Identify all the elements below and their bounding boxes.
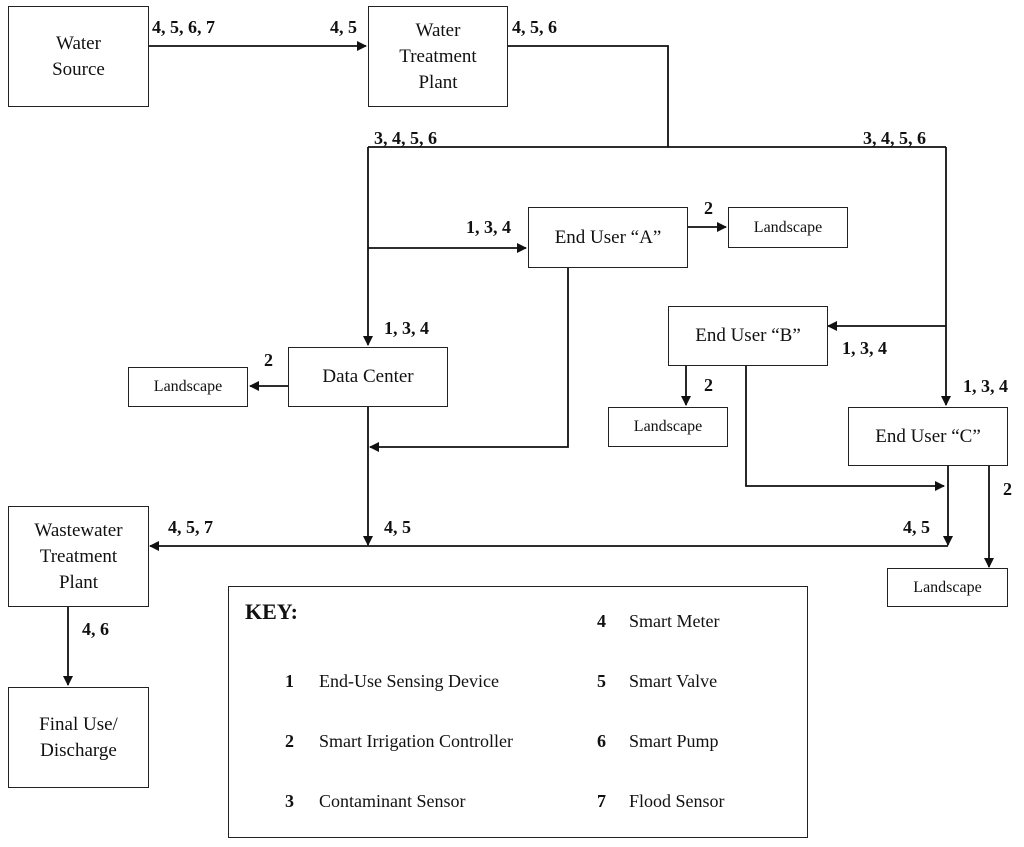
label-wwtp-out: 4, 6 (82, 619, 109, 639)
key-legend: KEY: 1 End-Use Sensing Device 2 Smart Ir… (228, 586, 808, 838)
key-item-text: Smart Pump (629, 731, 719, 751)
label-to-user-b: 1, 3, 4 (842, 338, 887, 358)
key-item-text: Contaminant Sensor (319, 791, 466, 811)
label-user-a-landscape: 2 (704, 198, 713, 218)
key-item-text: Smart Meter (629, 611, 720, 631)
key-item-text: Smart Irrigation Controller (319, 731, 513, 751)
label-to-user-c: 1, 3, 4 (963, 376, 1008, 396)
node-water-treatment-plant: Water Treatment Plant (368, 6, 508, 107)
key-item-number: 7 (597, 791, 606, 811)
key-item-text: End-Use Sensing Device (319, 671, 499, 691)
node-water-source: Water Source (8, 6, 149, 107)
key-item-number: 6 (597, 731, 606, 751)
node-landscape-c: Landscape (887, 568, 1008, 607)
key-item-text: Flood Sensor (629, 791, 725, 811)
label-dc-out: 4, 5 (384, 517, 411, 537)
node-landscape-b: Landscape (608, 407, 728, 447)
label-wtp-in: 4, 5 (330, 17, 357, 37)
label-left-branch: 3, 4, 5, 6 (374, 128, 437, 148)
label-dc-landscape: 2 (264, 350, 273, 370)
label-ws-out: 4, 5, 6, 7 (152, 17, 215, 37)
label-user-c-landscape: 2 (1003, 479, 1012, 499)
key-item-number: 3 (285, 791, 294, 811)
label-to-user-a: 1, 3, 4 (466, 217, 511, 237)
node-data-center: Data Center (288, 347, 448, 407)
key-item-number: 5 (597, 671, 606, 691)
edge-treatment-out (508, 45, 669, 147)
label-user-c-out: 4, 5 (903, 517, 930, 537)
edge-user-a-return (369, 268, 569, 452)
edge-user-b-return (745, 366, 945, 491)
node-landscape-a: Landscape (728, 207, 848, 248)
key-item-number: 2 (285, 731, 294, 751)
node-final-use-discharge: Final Use/ Discharge (8, 687, 149, 788)
key-item-number: 1 (285, 671, 294, 691)
node-landscape-dc: Landscape (128, 367, 248, 407)
key-title: KEY: (245, 599, 298, 624)
label-wtp-out: 4, 5, 6 (512, 17, 557, 37)
label-to-data-center: 1, 3, 4 (384, 318, 429, 338)
label-user-b-landscape: 2 (704, 375, 713, 395)
node-end-user-b: End User “B” (668, 306, 828, 366)
node-end-user-a: End User “A” (528, 207, 688, 268)
label-right-branch: 3, 4, 5, 6 (863, 128, 926, 148)
key-item-number: 4 (597, 611, 606, 631)
node-end-user-c: End User “C” (848, 407, 1008, 466)
label-wwtp-in: 4, 5, 7 (168, 517, 213, 537)
node-wastewater-treatment-plant: Wastewater Treatment Plant (8, 506, 149, 607)
key-item-text: Smart Valve (629, 671, 718, 691)
